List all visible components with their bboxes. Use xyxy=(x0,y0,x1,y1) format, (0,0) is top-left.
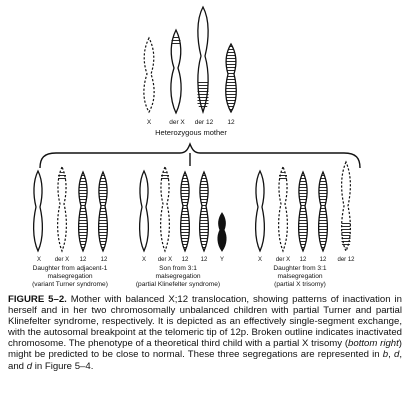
child-3-karyotype: X der X 12 12 der 12 Daughter from 3:1 m… xyxy=(254,160,355,288)
caption-text-4: , and xyxy=(8,349,402,372)
chromosome-12 xyxy=(225,42,237,114)
child-2-label-x: X xyxy=(142,257,146,263)
caption-text-2: ) might be predicted to be close to norm… xyxy=(8,338,402,361)
child-3-caption-line-1: Daughter from 3:1 xyxy=(273,265,326,272)
chromosome-der-x-dashed xyxy=(278,165,288,253)
mother-label-der-12: der 12 xyxy=(195,119,214,126)
segregation-bracket xyxy=(39,142,361,169)
child-1-label-12b: 12 xyxy=(101,257,108,263)
chromosome-der-12 xyxy=(197,5,209,114)
caption-ref-d1: d xyxy=(393,349,400,361)
chromosome-der-x xyxy=(170,28,182,115)
caption-italic-position: bottom right xyxy=(348,338,399,350)
child-1-caption-line-3: (variant Turner syndrome) xyxy=(32,281,108,288)
child-3-label-12b: 12 xyxy=(320,257,327,263)
figure-caption: FIGURE 5–2. Mother with balanced X;12 tr… xyxy=(8,294,402,372)
chromosome-der-12-dashed xyxy=(341,160,351,253)
child-3-label-12a: 12 xyxy=(300,257,307,263)
chromosome-y xyxy=(217,212,227,252)
mother-karyotype: X der X der 12 12 Heterozygous mother xyxy=(143,5,237,137)
child-2-label-der-x: der X xyxy=(158,257,172,263)
caption-ref-d2: d xyxy=(26,360,33,372)
child-2-label-y: Y xyxy=(220,257,224,263)
chromosome-12 xyxy=(77,170,89,253)
mother-label-x: X xyxy=(147,119,152,126)
child-1-caption-line-1: Daughter from adjacent-1 xyxy=(33,265,108,272)
child-2-caption-line-1: Son from 3:1 xyxy=(159,265,197,272)
child-3-label-der-x: der X xyxy=(276,257,290,263)
caption-ref-b: b xyxy=(382,349,389,361)
child-2-label-12b: 12 xyxy=(201,257,208,263)
child-2-label-12a: 12 xyxy=(182,257,189,263)
child-1-label-der-x: der X xyxy=(55,257,69,263)
chromosome-x xyxy=(32,169,44,253)
child-1-label-12a: 12 xyxy=(80,257,87,263)
chromosome-x xyxy=(138,169,150,253)
child-1-karyotype: X der X 12 12 Daughter from adjacent-1 m… xyxy=(32,165,109,288)
chromosome-der-x-dashed xyxy=(160,165,170,253)
caption-text-5: in Figure 5–4. xyxy=(32,360,94,372)
mother-label-12: 12 xyxy=(227,119,235,126)
chromosome-12 xyxy=(97,170,109,253)
child-3-caption-line-3: (partial X trisomy) xyxy=(274,281,326,288)
chromosome-12 xyxy=(198,170,210,253)
child-1-label-x: X xyxy=(37,257,41,263)
mother-label-der-x: der X xyxy=(169,119,185,126)
translocation-diagram: X der X der 12 12 Heterozygous mother X … xyxy=(32,5,361,288)
chromosome-der-x-dashed xyxy=(57,165,67,253)
child-3-caption-line-2: malsegregation xyxy=(277,273,322,280)
chromosome-x xyxy=(254,169,266,253)
mother-caption: Heterozygous mother xyxy=(155,128,227,137)
child-3-label-der-12: der 12 xyxy=(337,257,355,263)
chromosome-12 xyxy=(297,170,309,253)
caption-text-3: , xyxy=(388,349,394,361)
child-2-karyotype: X der X 12 12 Y Son from 3:1 malsegregat… xyxy=(136,165,227,288)
figure-number: FIGURE 5–2. xyxy=(8,294,67,305)
child-2-caption-line-3: (partial Klinefelter syndrome) xyxy=(136,281,220,288)
child-1-caption-line-2: malsegregation xyxy=(47,273,92,280)
caption-text-1: Mother with balanced X;12 translocation,… xyxy=(8,294,402,350)
chromosome-12 xyxy=(317,170,329,253)
child-2-caption-line-2: malsegregation xyxy=(155,273,200,280)
chromosome-x-dashed xyxy=(143,36,155,114)
chromosome-12 xyxy=(179,170,191,253)
child-3-label-x: X xyxy=(258,257,262,263)
